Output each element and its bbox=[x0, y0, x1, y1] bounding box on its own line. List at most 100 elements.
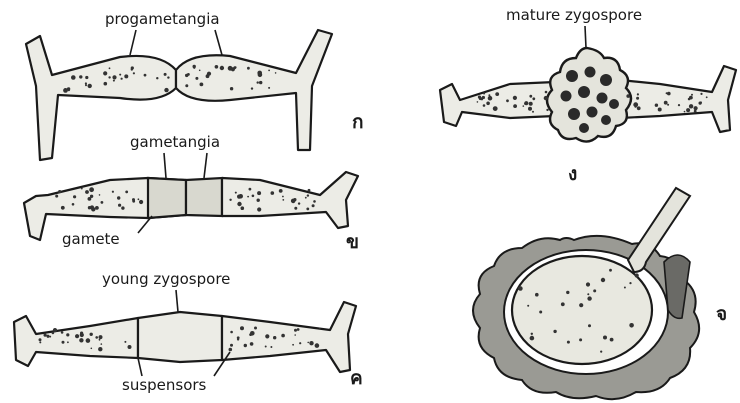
stipple-dot bbox=[250, 331, 255, 336]
stipple-dot bbox=[251, 87, 253, 89]
stipple-dot bbox=[85, 82, 87, 84]
stipple-dot bbox=[85, 190, 89, 194]
stipple-dot bbox=[666, 92, 668, 94]
stipple-dot bbox=[275, 72, 277, 74]
stipple-dot bbox=[61, 331, 64, 334]
stipple-dot bbox=[513, 104, 517, 108]
stipple-dot bbox=[164, 73, 167, 76]
stipple-dot bbox=[124, 341, 126, 343]
stipple-dot bbox=[523, 105, 525, 107]
stipple-dot bbox=[257, 81, 259, 83]
stipple-dot bbox=[259, 81, 262, 84]
stipple-dot bbox=[95, 206, 99, 210]
stipple-dot bbox=[298, 202, 300, 204]
stipple-dot bbox=[235, 192, 237, 194]
stipple-dot bbox=[482, 96, 485, 99]
stipple-dot bbox=[273, 336, 276, 339]
stipple-dot bbox=[518, 286, 523, 291]
stipple-dot bbox=[546, 109, 548, 111]
stipple-dot bbox=[63, 88, 68, 93]
stipple-dot bbox=[241, 206, 245, 210]
stipple-dot bbox=[587, 293, 589, 295]
stipple-dot bbox=[233, 66, 236, 69]
stipple-dot bbox=[156, 77, 158, 79]
stipple-dot bbox=[101, 343, 103, 345]
stipple-dot bbox=[593, 289, 596, 292]
stipple-dot bbox=[250, 342, 254, 346]
stipple-dot bbox=[47, 336, 49, 338]
stipple-dot bbox=[118, 204, 121, 207]
stipple-dot bbox=[268, 70, 270, 72]
stipple-dot bbox=[691, 94, 693, 96]
stipple-dot bbox=[230, 87, 233, 90]
panel-letter-a: ก bbox=[352, 111, 364, 133]
stipple-dot bbox=[530, 336, 535, 341]
stipple-dot bbox=[610, 338, 614, 342]
stipple-dot bbox=[513, 96, 517, 100]
label-young-zygospore: young zygospore bbox=[102, 270, 230, 288]
stipple-dot bbox=[706, 96, 708, 98]
stipple-dot bbox=[297, 328, 300, 331]
stipple-dot bbox=[579, 338, 582, 341]
stipple-dot bbox=[268, 87, 270, 89]
stipple-dot bbox=[121, 78, 123, 80]
stipple-dot bbox=[138, 198, 140, 200]
stipple-dot bbox=[72, 203, 75, 206]
stipple-dot bbox=[230, 344, 233, 347]
stipple-dot bbox=[545, 91, 548, 94]
stipple-dot bbox=[531, 333, 533, 335]
stipple-dot bbox=[95, 336, 98, 339]
stipple-dot bbox=[486, 102, 490, 106]
stipple-dot bbox=[39, 338, 42, 341]
stipple-dot bbox=[237, 202, 241, 206]
stipple-dot bbox=[483, 92, 485, 94]
stipple-dot bbox=[104, 82, 108, 86]
stipple-dot bbox=[66, 333, 69, 336]
stipple-dot bbox=[637, 93, 639, 95]
stipple-dot bbox=[195, 77, 198, 80]
stipple-dot bbox=[524, 103, 526, 105]
hypha-right-c bbox=[222, 302, 356, 372]
panel-letter-e: จ bbox=[716, 303, 727, 325]
stipple-dot bbox=[254, 327, 257, 330]
stipple-dot bbox=[89, 187, 94, 192]
stipple-dot bbox=[528, 107, 532, 111]
stipple-dot bbox=[99, 339, 101, 341]
stipple-dot bbox=[307, 194, 309, 196]
stipple-dot bbox=[199, 70, 201, 72]
stipple-dot bbox=[193, 67, 195, 69]
stipple-dot bbox=[112, 75, 116, 79]
stipple-dot bbox=[561, 302, 565, 306]
stipple-dot bbox=[493, 106, 498, 111]
stipple-dot bbox=[308, 189, 311, 192]
stipple-dot bbox=[252, 195, 255, 198]
stipple-dot bbox=[567, 341, 570, 344]
stipple-dot bbox=[281, 334, 285, 338]
stipple-dot bbox=[99, 194, 101, 196]
stipple-dot bbox=[88, 84, 92, 88]
gamete-left bbox=[148, 178, 186, 218]
stipple-dot bbox=[44, 334, 47, 337]
gamete-right bbox=[186, 178, 222, 216]
stipple-dot bbox=[62, 341, 65, 344]
stipple-dot bbox=[61, 206, 65, 210]
stipple-dot bbox=[238, 194, 243, 199]
stipple-dot bbox=[535, 293, 539, 297]
hypha-left-c bbox=[14, 316, 138, 366]
stipple-dot bbox=[49, 336, 51, 338]
stipple-dot bbox=[271, 191, 275, 195]
stipple-dot bbox=[133, 72, 135, 74]
stipple-dot bbox=[247, 67, 250, 70]
stipple-dot bbox=[68, 89, 70, 91]
label-gamete: gamete bbox=[62, 230, 120, 248]
stipple-dot bbox=[506, 99, 509, 102]
stipple-dot bbox=[67, 341, 69, 343]
stipple-dot bbox=[39, 341, 41, 343]
stipple-dot bbox=[579, 303, 583, 307]
stipple-dot bbox=[529, 95, 532, 98]
stipple-dot bbox=[240, 326, 244, 330]
stipple-dot bbox=[309, 341, 313, 345]
zygospore-contents bbox=[512, 256, 652, 364]
stipple-dot bbox=[131, 68, 133, 70]
